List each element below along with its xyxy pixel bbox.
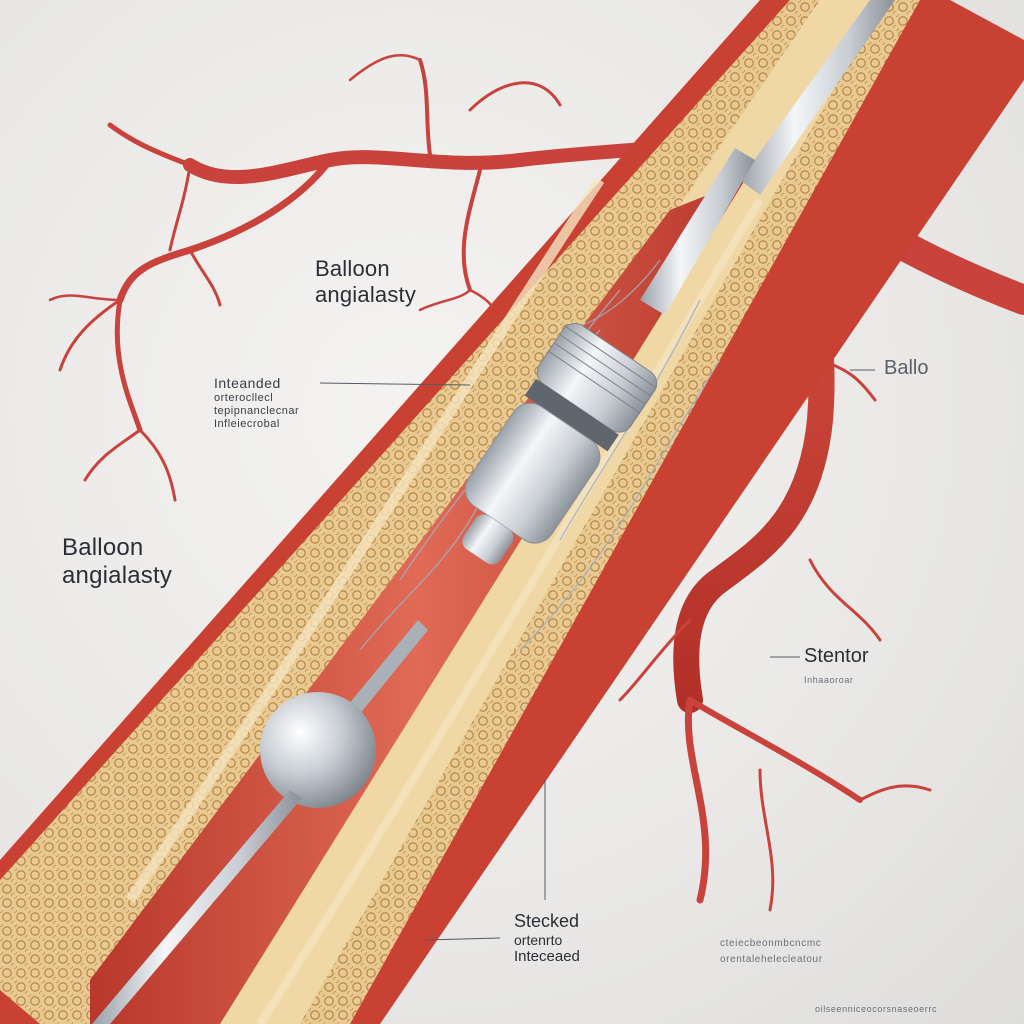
- label-balloon-angioplasty-upper: Balloon angialasty: [315, 256, 416, 308]
- catheter-device: [92, 0, 895, 1024]
- label-balloon-angioplasty-left: Balloon angialasty: [62, 534, 172, 590]
- label-line: Inteceaed: [514, 948, 580, 965]
- label-line: orentalehelecleatour: [720, 954, 823, 965]
- label-annotation-left: Inteanded orterocllecl tepipnanclecnar I…: [214, 375, 299, 431]
- label-line: orterocllecl: [214, 392, 274, 404]
- leader-lines: [319, 369, 875, 941]
- label-balloon-right: Ballo: [884, 357, 929, 379]
- label-line: Infleiecrobal: [214, 418, 280, 430]
- label-line: angialasty: [315, 282, 417, 307]
- label-line: cteiecbeonmbcncmc: [720, 938, 822, 949]
- label-line: angialasty: [62, 562, 173, 589]
- label-stacked-stent: Stecked ortenrto Inteceaed: [514, 910, 580, 966]
- label-footer: oilseenniceocorsnaseoerrc: [815, 1004, 938, 1014]
- label-line: Stecked: [514, 911, 580, 931]
- label-line: Balloon: [62, 534, 144, 561]
- label-bottom-right: cteiecbeonmbcncmc orentalehelecleatour: [720, 936, 823, 968]
- balloon: [260, 692, 376, 808]
- label-line: Inteanded: [214, 375, 281, 391]
- label-line: Balloon: [315, 256, 390, 281]
- label-stentor-sub: Inhaaoroar: [804, 675, 854, 685]
- label-line: tepipnanclecnar: [214, 405, 300, 417]
- label-stentor: Stentor: [804, 645, 869, 667]
- label-line: ortenrto: [514, 932, 563, 948]
